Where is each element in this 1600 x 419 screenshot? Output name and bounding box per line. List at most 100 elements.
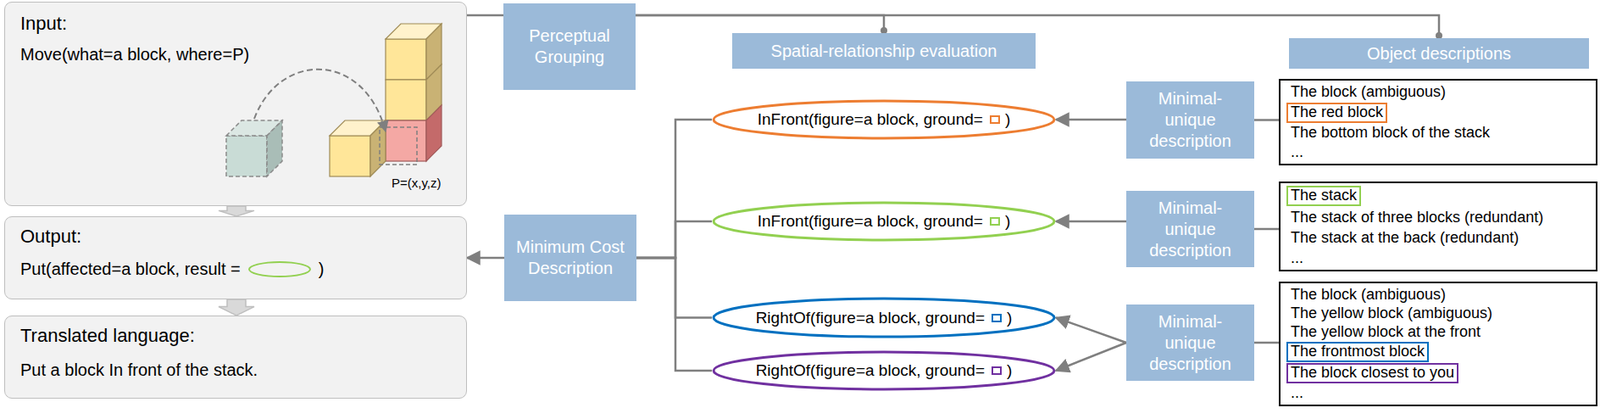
connector (1254, 227, 1279, 231)
node-text: Input: (20, 12, 67, 35)
text-line: Minimal-unique description (1134, 311, 1246, 375)
relation-ellipse: InFront(figure=a block, ground=) (711, 99, 1056, 140)
node-text: ) (1006, 308, 1012, 328)
text-line: Object descriptions (1366, 43, 1512, 65)
text-line: The yellow block at the front (1290, 322, 1586, 341)
node-text: The bottom block of the stack (1290, 123, 1490, 142)
process-box: Spatial-relationship evaluation (732, 33, 1036, 69)
node-text: Put(affected=a block, result = (20, 259, 241, 279)
text-line: Minimal-unique description (1134, 88, 1246, 152)
node-text: Minimal-unique description (1134, 197, 1246, 262)
ellipse-shape (713, 202, 1055, 240)
node-text: InFront(figure=a block, ground= (757, 211, 984, 231)
text-line: The yellow block (ambiguous) (1290, 304, 1586, 323)
node-text: The stack of three blocks (redundant) (1290, 208, 1544, 227)
ground-square-icon (991, 313, 1002, 323)
node-text: The frontmost block (1290, 342, 1425, 360)
process-box: Minimal-unique description (1126, 81, 1255, 159)
node-text: ) (1005, 110, 1011, 129)
description-list-box: The block (ambiguous) The red blockThe bo… (1278, 78, 1598, 166)
callout-label: P=(x,y,z) (391, 175, 441, 190)
node-text: ) (318, 259, 325, 279)
connector (635, 15, 884, 34)
node-text: The stack at the back (redundant) (1290, 228, 1519, 247)
node-text: The yellow block at the front (1290, 322, 1481, 341)
text-line: The bottom block of the stack (1290, 123, 1586, 142)
text-line: Minimal-unique description (1134, 197, 1246, 262)
node-text: ) (1005, 211, 1011, 231)
ellipse-shape (713, 351, 1055, 389)
node-text: Translated language: (20, 324, 195, 347)
text-line: InFront(figure=a block, ground=) (757, 211, 1012, 231)
text-line: The red block (1290, 102, 1586, 123)
process-box: Minimum Cost Description (504, 214, 637, 301)
node-text: The block (ambiguous) (1290, 83, 1446, 101)
description-list-box: The stackThe stack of three blocks (redu… (1278, 181, 1598, 272)
node-text: Minimal-unique description (1134, 88, 1246, 152)
node-text: Minimal-unique description (1134, 311, 1246, 375)
connector (466, 256, 505, 260)
connector (636, 257, 712, 371)
text-line: Put a block In front of the stack. (20, 360, 451, 380)
text-line: Output: (20, 225, 451, 248)
relation-ellipse: RightOf(figure=a block, ground=) (711, 296, 1056, 339)
node-text: Move(what=a block, where=P) (20, 44, 250, 65)
node-text: ... (1290, 249, 1304, 267)
connector (1055, 118, 1127, 122)
highlight-box: The block closest to you (1286, 362, 1459, 384)
text-line: RightOf(figure=a block, ground=) (755, 361, 1013, 380)
text-line: RightOf(figure=a block, ground=) (755, 308, 1013, 328)
text-line: Put(affected=a block, result =) (20, 259, 451, 279)
text-line: Spatial-relationship evaluation (771, 40, 998, 62)
connector (1254, 118, 1279, 122)
ellipse-shape (713, 298, 1055, 337)
text-line: The stack of three blocks (redundant) (1290, 208, 1586, 227)
text-line: The block closest to you (1290, 362, 1586, 384)
connector (1254, 341, 1279, 345)
node-text: Minimum Cost Description (512, 236, 628, 279)
connector (1055, 317, 1127, 344)
node-text: The red block (1290, 103, 1384, 121)
node-text: The block closest to you (1290, 363, 1455, 381)
ground-square-icon (991, 366, 1002, 375)
connector (636, 119, 712, 258)
connector (466, 14, 504, 17)
node-text: InFront(figure=a block, ground= (757, 110, 984, 129)
node-text: RightOf(figure=a block, ground= (755, 308, 985, 328)
relation-ellipse: InFront(figure=a block, ground=) (711, 200, 1056, 242)
node-text: The block (ambiguous) (1290, 285, 1446, 304)
text-line: ... (1290, 249, 1586, 267)
node-text: Output: (20, 225, 82, 248)
text-line: The stack (1290, 185, 1586, 206)
panel-box: Translated language: Put a block In front… (4, 315, 467, 399)
node-text: Spatial-relationship evaluation (771, 40, 998, 62)
panel-box: Input: Move(what=a block, where=P) (4, 1, 467, 206)
text-line: Translated language: (20, 324, 451, 347)
text-line: ... (1290, 383, 1586, 402)
text-line: Minimum Cost Description (512, 236, 628, 279)
node-text: ... (1290, 143, 1304, 162)
process-box: Minimal-unique description (1126, 304, 1255, 381)
result-ellipse-icon (248, 261, 312, 278)
node-text: The yellow block (ambiguous) (1290, 304, 1493, 323)
highlight-box: The stack (1286, 185, 1362, 206)
ground-square-icon (989, 115, 1000, 124)
block-arrow (218, 205, 255, 217)
node-text: Perceptual Grouping (511, 25, 628, 68)
text-line: The stack at the back (redundant) (1290, 228, 1586, 247)
node-text: ... (1290, 383, 1304, 402)
text-line: The block (ambiguous) (1290, 285, 1586, 304)
panel-box: Output: Put(affected=a block, result =) (4, 216, 467, 300)
node-text: ) (1006, 361, 1012, 380)
ground-square-icon (989, 216, 1000, 226)
connector (1055, 220, 1127, 223)
text-line: The frontmost block (1290, 341, 1586, 362)
text-line: InFront(figure=a block, ground=) (757, 110, 1012, 129)
ellipse-shape (713, 100, 1055, 139)
text-line: Input: (20, 12, 451, 35)
node-text: Put a block In front of the stack. (20, 360, 258, 380)
relation-ellipse: RightOf(figure=a block, ground=) (711, 350, 1056, 391)
node-text: Object descriptions (1366, 43, 1512, 65)
connector (1055, 342, 1127, 371)
text-line: The block (ambiguous) (1290, 83, 1586, 101)
